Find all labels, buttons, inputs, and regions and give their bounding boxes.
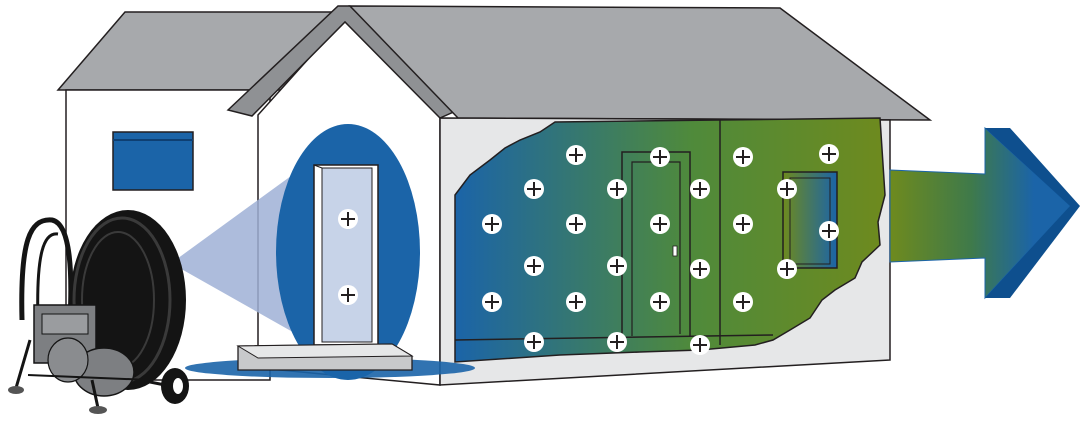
pressure-markers xyxy=(338,144,839,355)
pressure-marker xyxy=(650,214,670,234)
main-roof xyxy=(348,5,933,121)
pressure-marker xyxy=(690,179,710,199)
pressure-marker xyxy=(819,144,839,164)
front-roof-edge xyxy=(226,5,460,119)
pressure-marker xyxy=(733,214,753,234)
pressure-marker xyxy=(690,259,710,279)
pressure-marker xyxy=(482,292,502,312)
pressure-marker xyxy=(607,256,627,276)
pressure-marker xyxy=(524,256,544,276)
pressure-marker xyxy=(819,221,839,241)
pressure-marker xyxy=(338,285,358,305)
pressure-marker xyxy=(733,292,753,312)
pressure-marker xyxy=(607,332,627,352)
pressure-marker xyxy=(777,179,797,199)
pressure-marker xyxy=(650,147,670,167)
pressure-marker xyxy=(566,145,586,165)
exhaust-arrow xyxy=(889,126,1071,300)
pressure-marker xyxy=(650,292,670,312)
pressure-marker xyxy=(777,259,797,279)
pressure-marker xyxy=(524,332,544,352)
pressure-marker xyxy=(524,179,544,199)
pressure-marker xyxy=(690,335,710,355)
front-door-open xyxy=(321,167,373,343)
pressure-marker xyxy=(607,179,627,199)
pressure-marker xyxy=(566,292,586,312)
pressure-marker xyxy=(566,214,586,234)
pressure-marker xyxy=(338,209,358,229)
pressure-marker xyxy=(482,214,502,234)
pressure-marker xyxy=(733,147,753,167)
side-window xyxy=(112,131,194,191)
ppv-fan xyxy=(8,210,189,414)
